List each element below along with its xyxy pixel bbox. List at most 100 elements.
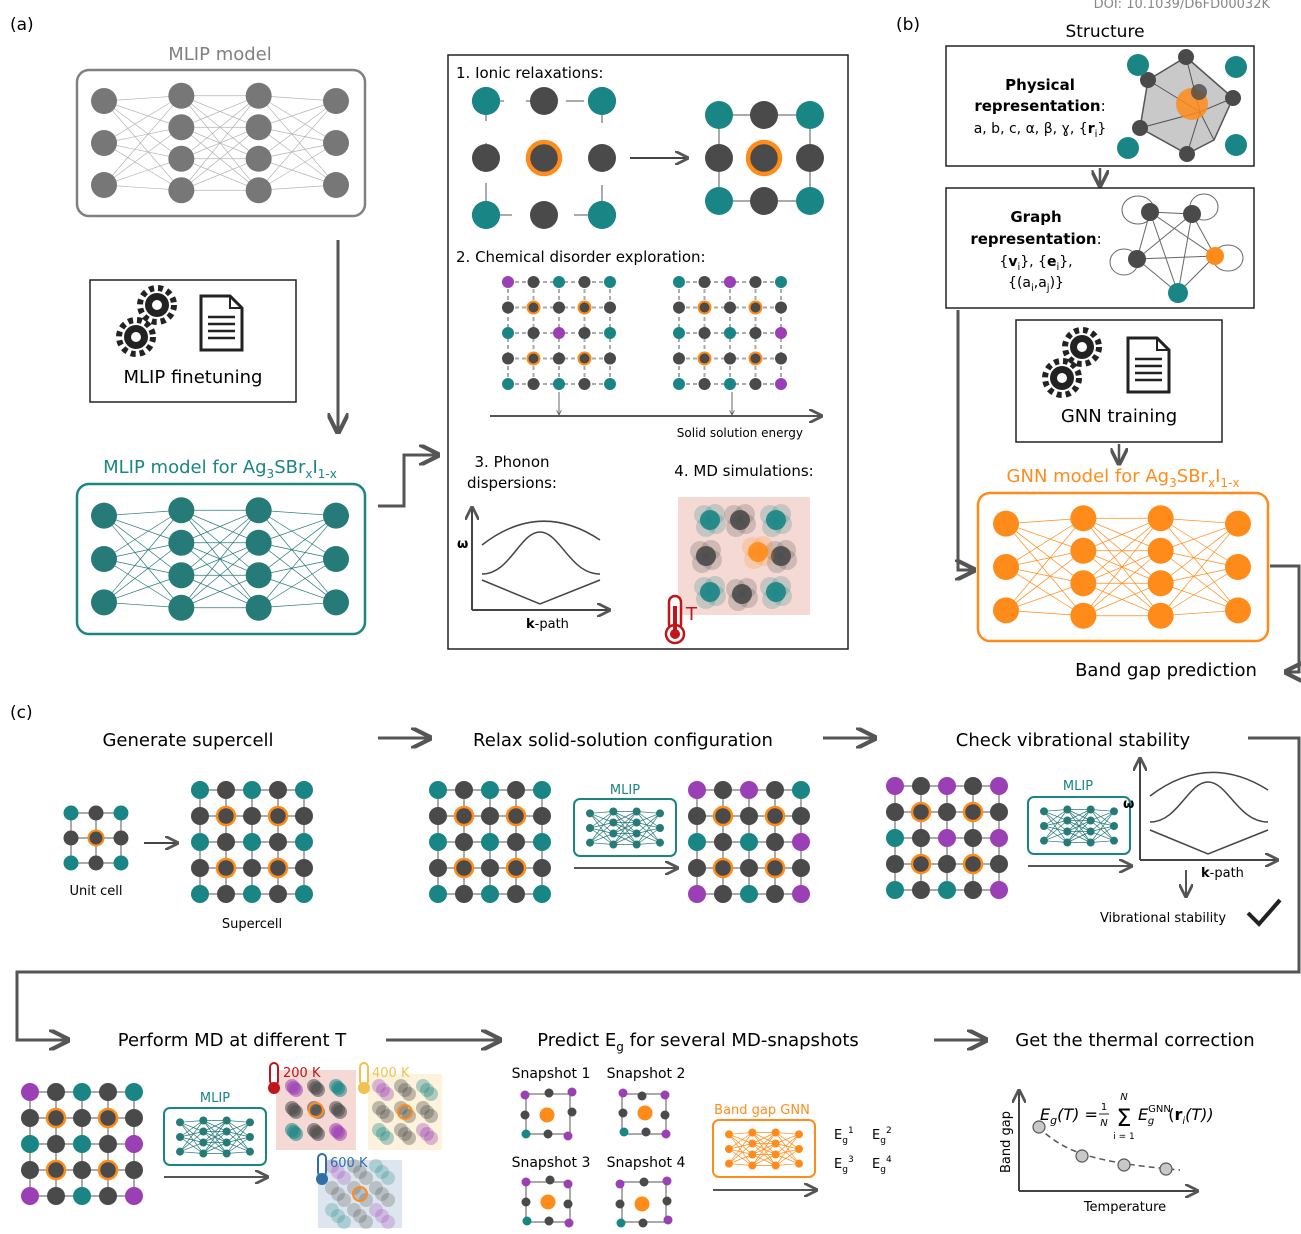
mlip-finetuning-box	[89, 279, 297, 403]
atom	[588, 87, 616, 115]
grey-node	[245, 114, 272, 141]
gnn-snapshots	[520, 1087, 673, 1228]
mini-node	[199, 1116, 208, 1125]
orange-node	[1147, 505, 1174, 532]
atom	[295, 833, 313, 851]
thermometer-200-icon	[268, 1062, 280, 1094]
gnn-model-title: GNN model for Ag3SBrxI1-x	[1007, 466, 1240, 490]
atom	[688, 781, 706, 799]
snapshot-2-label: Snapshot 2	[607, 1066, 686, 1082]
mini-node	[632, 840, 641, 849]
md-snap-atom	[353, 1209, 367, 1223]
snapshot-3-label: Snapshot 3	[512, 1155, 591, 1171]
disorder-config-2	[673, 276, 787, 390]
eg3-label: Eg3	[834, 1155, 854, 1175]
mini-node	[586, 838, 594, 847]
mini-node	[609, 807, 618, 816]
md-snap-atom	[289, 1105, 303, 1119]
atom	[673, 301, 685, 314]
mlip-network-diagram	[91, 82, 349, 204]
mini-node	[1086, 838, 1095, 847]
atom	[673, 327, 685, 339]
graph-structure	[1109, 193, 1244, 303]
mini-node	[609, 829, 618, 838]
mini-node	[246, 1147, 254, 1156]
atom	[740, 807, 758, 825]
md-snap-atom	[375, 1209, 389, 1223]
md-snap-atom	[381, 1171, 395, 1185]
md-snap-atom	[380, 1131, 394, 1145]
atom	[527, 378, 540, 390]
mlip-mini-box-2	[1027, 796, 1131, 855]
atom	[527, 276, 540, 288]
md-snap-atom	[420, 1083, 434, 1097]
physical-label-3: a, b, c, α, β, ɣ, {ri}	[974, 121, 1107, 140]
md-snap-atom	[416, 1123, 430, 1137]
atom	[886, 829, 904, 847]
atom	[21, 1161, 39, 1179]
teal-node	[168, 497, 195, 524]
atom	[615, 1179, 625, 1189]
atom	[688, 885, 706, 903]
teal-node	[323, 502, 349, 529]
md-200k-label: 200 K	[283, 1066, 321, 1081]
mini-node	[748, 1128, 757, 1137]
atom	[481, 833, 499, 851]
atom	[634, 1196, 650, 1212]
atom	[507, 885, 525, 903]
mini-node	[246, 1118, 254, 1127]
atom	[505, 857, 527, 879]
atom	[796, 144, 824, 172]
atom	[886, 855, 904, 873]
temperature-axis-label: Temperature	[1083, 1200, 1166, 1215]
check-vib-title: Check vibrational stability	[956, 730, 1191, 751]
mini-node	[222, 1127, 231, 1136]
graph-label-4: {(ai,aj)}	[1008, 275, 1064, 294]
atom	[766, 781, 784, 799]
atom	[63, 830, 79, 846]
orange-node	[1070, 537, 1097, 564]
atom	[660, 1090, 670, 1100]
graph-label-2: representation:	[970, 230, 1101, 248]
orange-node	[1147, 537, 1174, 564]
atom	[662, 1196, 672, 1206]
atom	[740, 781, 758, 799]
md-snap-atom	[372, 1123, 386, 1137]
atom	[191, 859, 209, 877]
graph-representation-box	[945, 187, 1255, 309]
atom	[553, 327, 565, 339]
mlip-mini-label-1: MLIP	[610, 783, 640, 798]
md-snap-atom	[325, 1203, 339, 1217]
svg-text:N: N	[1120, 1092, 1128, 1103]
atom	[724, 327, 736, 339]
atom	[269, 833, 287, 851]
md-snap-atom	[394, 1123, 408, 1137]
thermometer-400-icon	[358, 1062, 370, 1094]
mini-node	[199, 1149, 208, 1158]
grey-node	[168, 114, 195, 141]
mini-node	[609, 818, 618, 827]
mini-node	[176, 1118, 184, 1127]
orange-node	[993, 510, 1019, 537]
atom	[673, 276, 685, 288]
md-temperature-snapshots	[285, 1079, 438, 1229]
atom	[792, 885, 810, 903]
mini-node	[795, 1159, 803, 1168]
md-snap-atom	[359, 1215, 373, 1229]
atom	[990, 829, 1008, 847]
atom	[526, 351, 541, 366]
atom	[749, 276, 762, 288]
mini-node	[632, 818, 641, 827]
mlip-teal-network-diagram	[91, 497, 349, 621]
atom	[588, 144, 616, 172]
atom	[962, 853, 984, 875]
mini-node	[1110, 807, 1118, 816]
mini-node	[748, 1161, 757, 1170]
md-snap-atom	[333, 1083, 347, 1097]
atom	[792, 781, 810, 799]
md-snap-atom	[424, 1087, 438, 1101]
atom	[533, 885, 551, 903]
mini-node	[1086, 805, 1095, 814]
atom	[217, 833, 235, 851]
